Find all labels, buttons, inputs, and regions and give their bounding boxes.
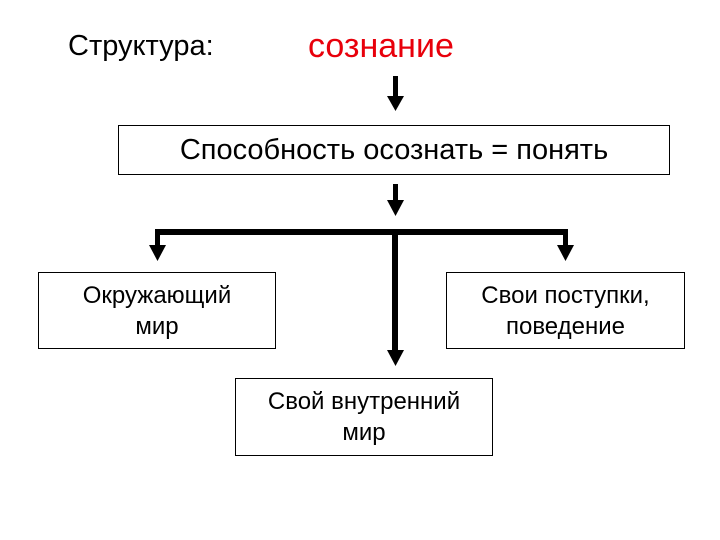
arrowhead-left — [149, 245, 166, 261]
consciousness-term: сознание — [308, 27, 454, 65]
branch-bar — [155, 229, 568, 235]
ability-text: Способность осознать = понять — [179, 134, 609, 166]
arrow-shaft-right — [563, 229, 568, 247]
surrounding-world-box: Окружающий мир — [38, 272, 276, 349]
own-actions-box: Свои поступки, поведение — [446, 272, 685, 349]
arrowhead-right — [557, 245, 574, 261]
structure-label: Структура: — [68, 30, 214, 62]
arrowhead-middle — [387, 200, 404, 216]
own-actions-line2: поведение — [505, 312, 625, 340]
arrow-shaft-center — [392, 229, 398, 351]
arrow-shaft-left — [155, 229, 160, 247]
surrounding-world-line1: Окружающий — [82, 281, 232, 309]
arrowhead-center — [387, 350, 404, 366]
own-actions-line1: Свои поступки, — [481, 281, 650, 309]
inner-world-line2: мир — [342, 419, 386, 446]
surrounding-world-line2: мир — [135, 312, 179, 340]
inner-world-box: Свой внутренний мир — [235, 378, 493, 456]
ability-box: Способность осознать = понять — [118, 125, 670, 175]
inner-world-line1: Свой внутренний — [267, 388, 461, 415]
arrowhead-top — [387, 96, 404, 111]
arrow-shaft-top — [393, 76, 398, 98]
arrow-shaft-middle — [393, 184, 398, 202]
